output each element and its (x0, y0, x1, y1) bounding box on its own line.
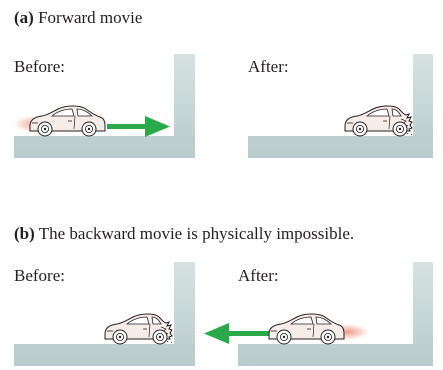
part-a-caption: Forward movie (38, 8, 143, 27)
crashed-car-icon (104, 313, 173, 345)
arrow-left-icon (204, 323, 271, 344)
part-b-before-scene (14, 262, 195, 366)
crashed-car-icon (344, 105, 413, 137)
part-b-letter: (b) (14, 224, 35, 243)
part-a-before-label: Before: (14, 57, 65, 76)
wall-icon (14, 262, 195, 366)
part-b-before-label: Before: (14, 266, 65, 285)
car-icon (29, 105, 106, 137)
wall-icon (14, 54, 195, 158)
part-a-letter: (a) (14, 8, 34, 27)
wall-icon (248, 54, 433, 158)
part-b-title: (b) The backward movie is physically imp… (14, 224, 354, 244)
part-b-after-label: After: (238, 266, 279, 285)
part-a-before-scene (10, 54, 195, 158)
car-icon (268, 313, 345, 345)
part-a-after-label: After: (248, 57, 289, 76)
part-b-caption: The backward movie is physically impossi… (38, 224, 355, 243)
part-a-title: (a) Forward movie (14, 8, 142, 28)
part-b-after-scene (238, 262, 433, 366)
part-a-after-scene (248, 54, 433, 158)
wall-icon (238, 262, 433, 366)
arrow-right-icon (107, 116, 170, 137)
